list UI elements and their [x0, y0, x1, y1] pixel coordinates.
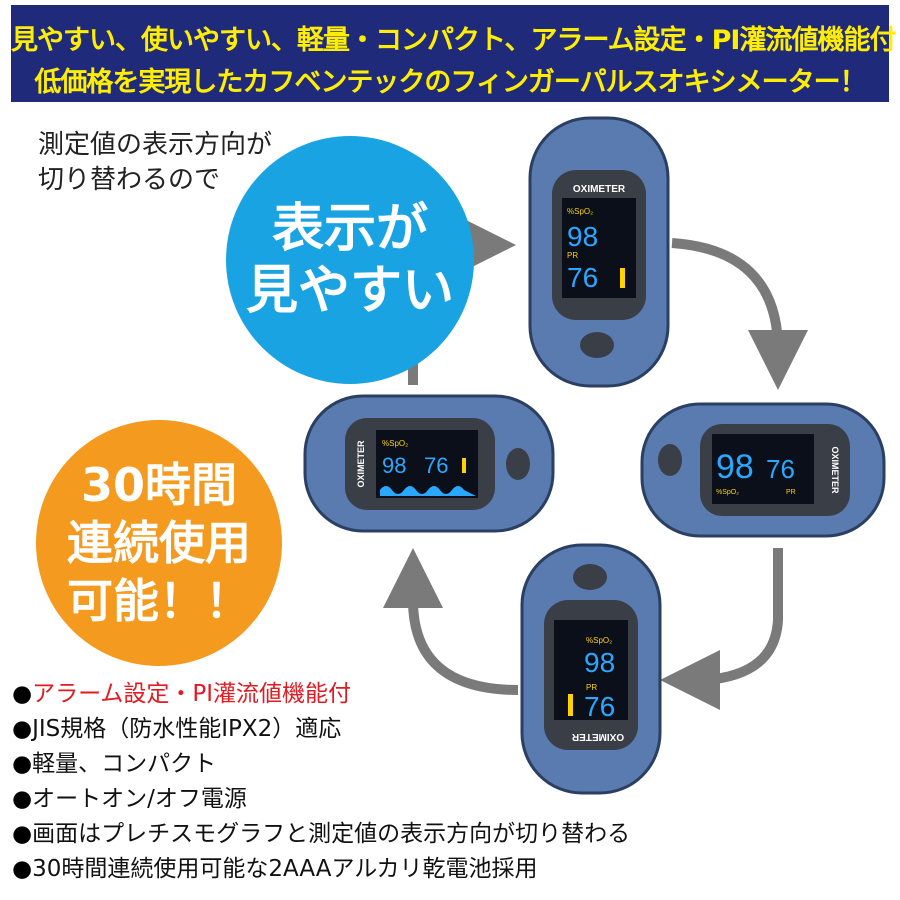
feature-text: アラーム設定・PI灌流値機能付	[32, 681, 352, 707]
pulse-bar	[462, 458, 466, 473]
note-line-1: 測定値の表示方向が	[38, 130, 273, 160]
device-brand: OXIMETER	[830, 446, 840, 494]
pulse-bar	[620, 268, 625, 288]
spo2-reading: 98	[567, 221, 598, 252]
feature-item: ●アラーム設定・PI灌流値機能付	[12, 677, 630, 712]
badge-30-hours-line-2: 連続使用	[67, 516, 251, 570]
badge-30-hours: 30時間 連続使用 可能！！	[36, 420, 282, 666]
feature-list: ●アラーム設定・PI灌流値機能付 ●JIS規格（防水性能IPX2）適応 ●軽量、…	[12, 677, 630, 887]
badge-easy-to-read: 表示が 見やすい	[226, 136, 474, 384]
plethysmograph-wave	[380, 486, 476, 496]
badge-easy-to-read-line-2: 見やすい	[245, 261, 454, 321]
badge-30-hours-line-3: 可能！！	[67, 574, 251, 628]
spo2-label: %SpO₂	[716, 489, 739, 496]
bullet-icon: ●	[12, 716, 33, 742]
spo2-reading: 98	[716, 448, 754, 486]
bullet-icon: ●	[12, 786, 33, 812]
display-direction-note: 測定値の表示方向が 切り替わるので	[38, 128, 298, 198]
device-brand: OXIMETER	[356, 440, 366, 488]
pr-reading: 76	[766, 454, 795, 484]
banner-headline-2: 低価格を実現したカフベンテックのフィンガーパルスオキシメーター！	[34, 67, 866, 98]
feature-text: 軽量、コンパクト	[32, 751, 217, 777]
feature-text: 画面はプレチスモグラフと測定値の表示方向が切り替わる	[32, 821, 631, 847]
oximeter-bottom: OXIMETER %SpO₂ 98 PR 76	[520, 543, 662, 795]
bullet-icon: ●	[12, 821, 33, 847]
spo2-reading: 98	[584, 647, 615, 678]
power-button	[573, 564, 607, 590]
pulse-bar	[568, 694, 573, 716]
feature-item: ●JIS規格（防水性能IPX2）適応	[12, 712, 630, 747]
oximeter-right: OXIMETER 98 76 %SpO₂ PR	[640, 402, 886, 538]
badge-30-hours-line-1: 30時間	[80, 458, 237, 512]
device-brand: OXIMETER	[573, 184, 626, 195]
spo2-reading: 98	[382, 453, 406, 478]
oximeter-left: OXIMETER %SpO₂ 98 76	[303, 394, 555, 533]
header-banner: 見やすい、使いやすい、軽量・コンパクト、アラーム設定・PI灌流値機能付！ 低価格…	[11, 5, 900, 102]
arrow-right-to-bottom	[660, 548, 783, 710]
spo2-label: %SpO₂	[567, 207, 593, 216]
device-brand: OXIMETER	[571, 731, 624, 742]
pr-label: PR	[567, 251, 578, 260]
power-button	[580, 332, 614, 358]
spo2-label: %SpO₂	[586, 636, 612, 645]
badge-easy-to-read-line-1: 表示が	[271, 199, 428, 259]
pr-reading: 76	[424, 453, 448, 478]
feature-text: 30時間連続使用可能な2AAAアルカリ乾電池採用	[32, 856, 538, 882]
feature-item: ●軽量、コンパクト	[12, 747, 630, 782]
bullet-icon: ●	[12, 681, 33, 707]
oximeter-top: OXIMETER %SpO₂ 98 PR 76	[528, 116, 670, 388]
feature-text: JIS規格（防水性能IPX2）適応	[32, 716, 342, 742]
arrow-top-to-right	[671, 238, 808, 390]
note-line-2: 切り替わるので	[38, 165, 221, 195]
power-button	[658, 444, 682, 476]
power-button	[506, 448, 530, 480]
pr-reading: 76	[567, 262, 598, 293]
spo2-label: %SpO₂	[382, 439, 408, 448]
pr-label: PR	[786, 489, 796, 496]
feature-item: ●オートオン/オフ電源	[12, 782, 630, 817]
bullet-icon: ●	[12, 856, 33, 882]
pr-label: PR	[586, 683, 597, 692]
feature-item: ●画面はプレチスモグラフと測定値の表示方向が切り替わる	[12, 817, 630, 852]
feature-item: ●30時間連続使用可能な2AAAアルカリ乾電池採用	[12, 852, 630, 887]
banner-headline-1: 見やすい、使いやすい、軽量・コンパクト、アラーム設定・PI灌流値機能付！	[11, 25, 900, 56]
bullet-icon: ●	[12, 751, 33, 777]
arrow-bottom-to-left	[383, 548, 519, 695]
pr-reading: 76	[584, 691, 615, 722]
feature-text: オートオン/オフ電源	[32, 786, 247, 812]
